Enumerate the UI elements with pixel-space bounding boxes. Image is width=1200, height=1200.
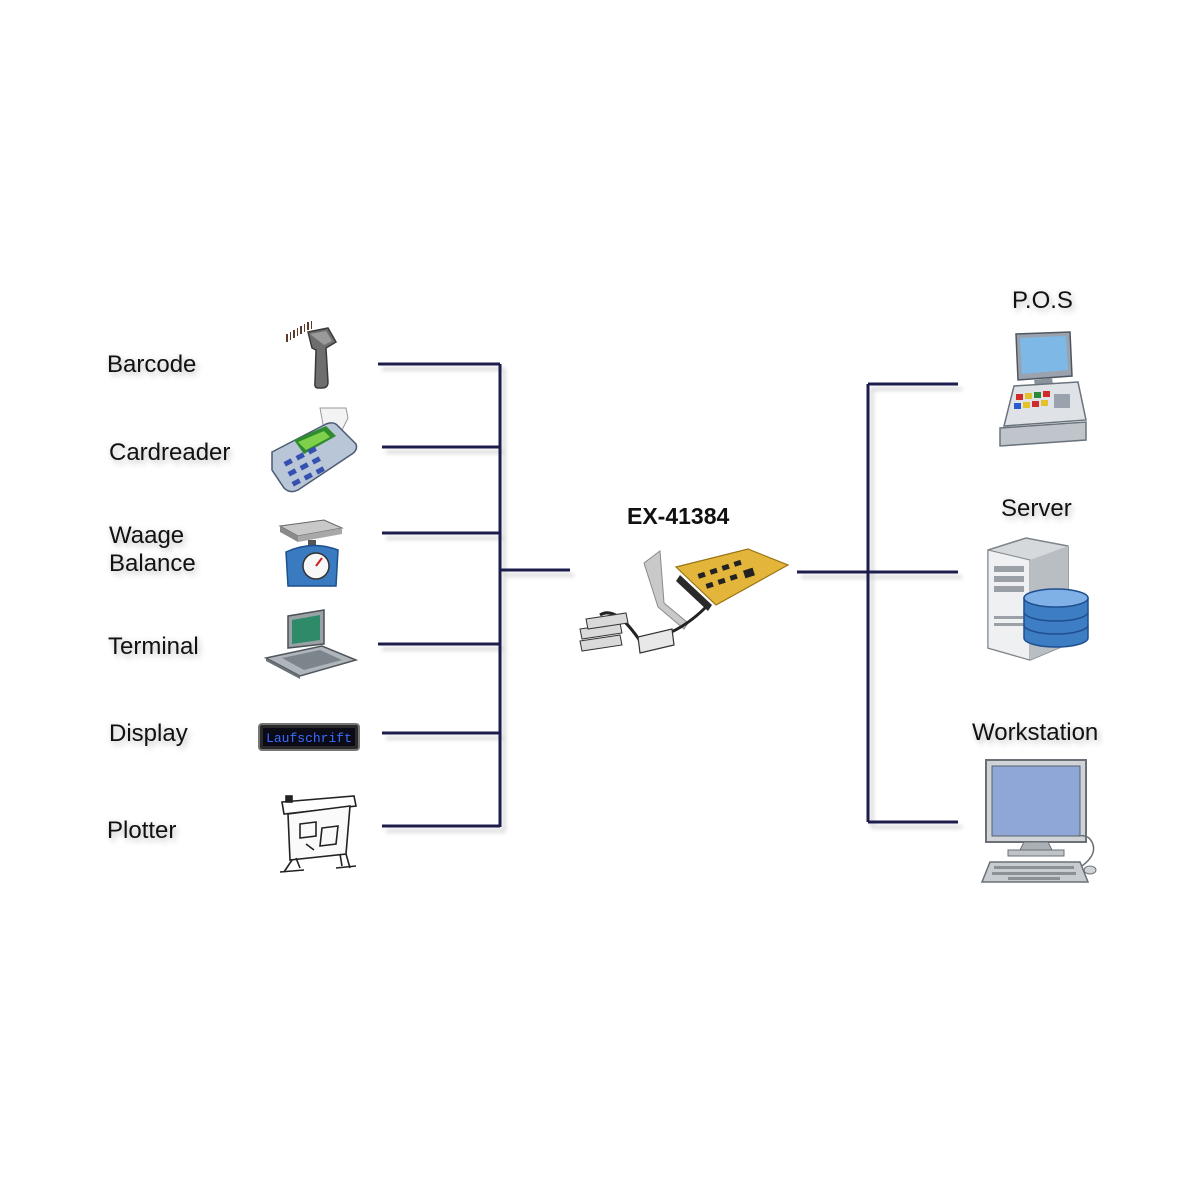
device-label-barcode: Barcode [107,351,197,378]
server-database-icon [986,536,1096,662]
card-title: EX-41384 [627,503,730,529]
device-label-terminal: Terminal [108,633,199,660]
workstation-icon [978,758,1102,888]
barcode-scanner-icon [282,318,344,390]
device-label-cardreader: Cardreader [109,439,231,466]
device-label-scale: Waage Balance [109,522,196,577]
card-reader-icon [268,404,364,496]
host-label-server: Server [1001,495,1072,522]
serial-card-icon [576,545,792,657]
host-label-workstation: Workstation [972,719,1099,746]
led-display-text: Laufschrift [266,731,352,746]
scale-icon [276,516,346,590]
pos-register-icon [994,330,1088,447]
device-label-display: Display [109,720,188,747]
device-label-plotter: Plotter [107,817,177,844]
terminal-icon [260,608,360,680]
led-display-icon: Laufschrift [258,722,362,754]
plotter-icon [276,792,360,874]
host-label-pos: P.O.S [1012,287,1073,314]
